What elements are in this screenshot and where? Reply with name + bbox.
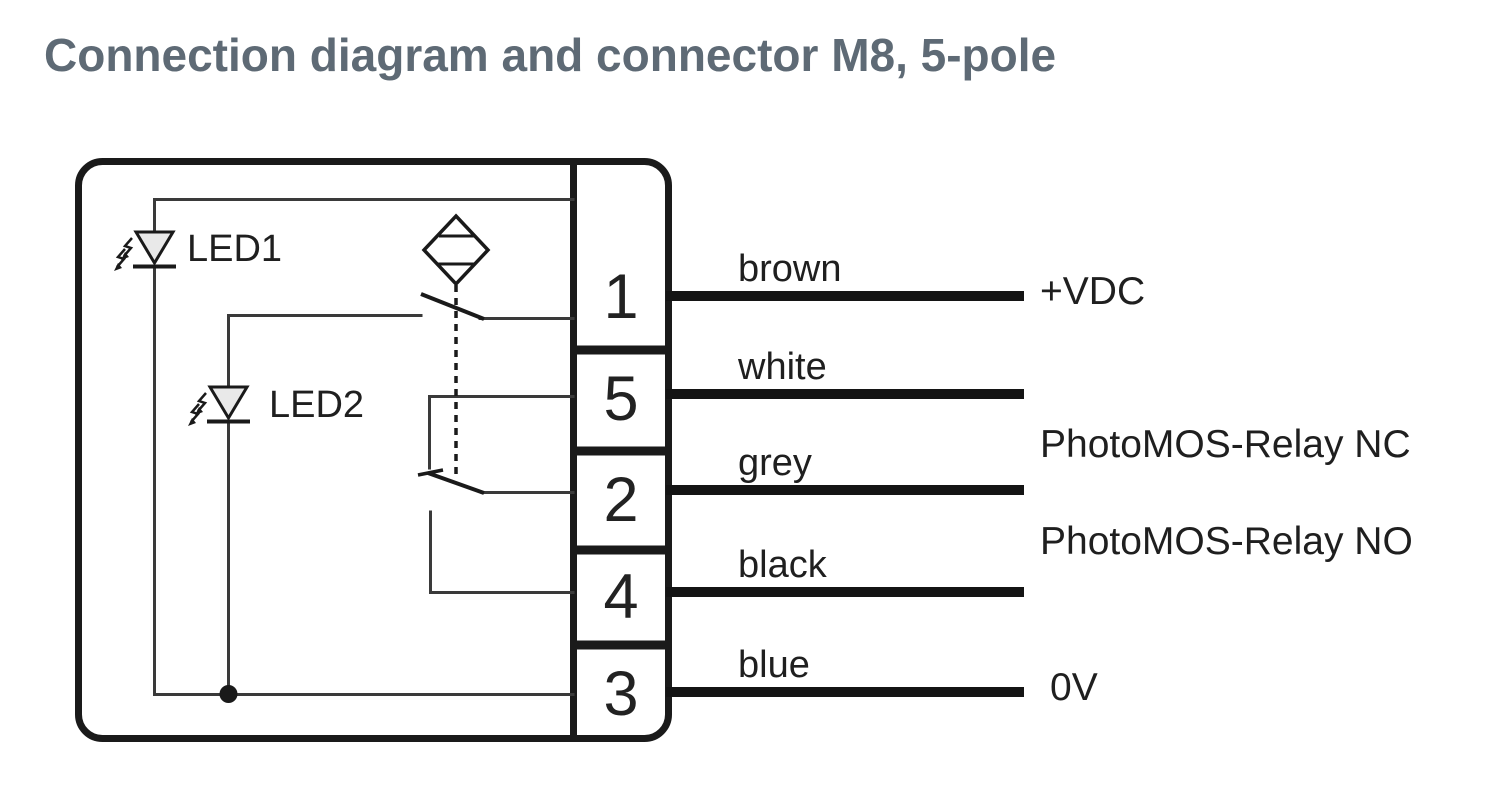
- supply-rail: [153, 198, 575, 234]
- led1-symbol: [114, 230, 176, 271]
- light-emission-arrow-icon: [188, 392, 208, 426]
- signal-label-vdc: +VDC: [1040, 270, 1146, 313]
- sensor-symbol: [421, 213, 491, 478]
- pin4-wire: [429, 510, 575, 594]
- wire-color-label-brown: brown: [738, 248, 842, 290]
- connector-pin-block: [570, 161, 671, 739]
- pin-number-3: 3: [603, 659, 639, 729]
- wire-color-label-blue: blue: [738, 644, 810, 686]
- pin5-wire: [428, 395, 575, 470]
- light-emission-arrow-icon: [114, 237, 134, 271]
- wire-color-label-black: black: [738, 544, 827, 586]
- switch-contact-2: [417, 468, 485, 495]
- led1-to-ground-rail: [153, 266, 575, 696]
- page-title: Connection diagram and connector M8, 5-p…: [44, 29, 1057, 81]
- led1-label: LED1: [187, 228, 283, 270]
- junction-dot: [219, 685, 238, 703]
- internal-wiring: [153, 198, 575, 703]
- led2-branch: [227, 314, 423, 390]
- signal-label-photomos-relay-no: PhotoMOS-Relay NO: [1040, 520, 1413, 563]
- contact-tick: [417, 468, 444, 477]
- switch-contact-1: [420, 292, 485, 321]
- signal-label-photomos-relay-nc: PhotoMOS-Relay NC: [1040, 423, 1411, 466]
- pin-number-1: 1: [603, 262, 639, 332]
- pin-number-4: 4: [603, 562, 639, 632]
- led2-symbol: [188, 385, 250, 426]
- wire-color-label-white: white: [738, 346, 827, 388]
- external-wires: [666, 291, 1024, 697]
- led2-label: LED2: [269, 384, 365, 426]
- pin-number-5: 5: [603, 364, 639, 434]
- wire-color-label-grey: grey: [738, 442, 812, 484]
- pin-number-2: 2: [603, 465, 639, 535]
- signal-label-0v: 0V: [1050, 666, 1098, 709]
